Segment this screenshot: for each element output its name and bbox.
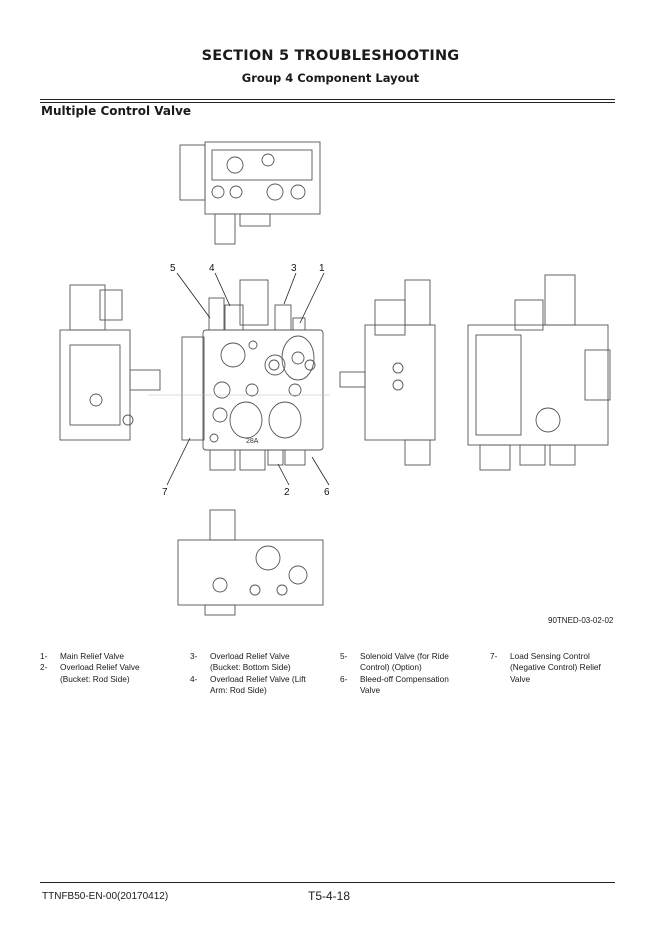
callout-1: 1 (319, 263, 325, 274)
legend-item: 1- Main Relief Valve (40, 651, 170, 662)
legend-text: Solenoid Valve (for Ride Control) (Optio… (360, 651, 449, 673)
legend-number: 1- (40, 651, 48, 661)
callout-leaders (166, 272, 330, 486)
header-rule (40, 102, 615, 103)
legend-number: 3- (190, 651, 198, 661)
legend-text: Overload Relief Valve (Bucket: Rod Side) (60, 662, 140, 684)
legend-column: 1- Main Relief Valve 2- Overload Relief Va… (40, 651, 170, 685)
callout-5: 5 (170, 263, 176, 274)
legend-item: 5- Solenoid Valve (for Ride Control) (Opt… (340, 651, 470, 674)
document-id: TTNFB50-EN-00(20170412) (42, 891, 169, 902)
legend-number: 5- (340, 651, 348, 661)
valve-right-view (339, 279, 436, 466)
page-number: T5-4-18 (308, 889, 351, 903)
legend-item: 2- Overload Relief Valve (Bucket: Rod Sid… (40, 662, 170, 685)
legend-column: 7- Load Sensing Control (Negative Control… (490, 651, 620, 685)
legend-item: 4- Overload Relief Valve (Lift Arm: Rod S… (190, 674, 320, 697)
footer-rule (40, 882, 615, 883)
legend-item: 3- Overload Relief Valve (Bucket: Bottom … (190, 651, 320, 674)
group-title: Group 4 Component Layout (241, 71, 420, 85)
valve-left-view (59, 284, 161, 441)
callout-3: 3 (291, 263, 297, 274)
callout-7: 7 (162, 487, 168, 498)
legend-number: 4- (190, 673, 198, 684)
valve-bottom-view (177, 509, 324, 616)
callout-2: 2 (284, 487, 290, 498)
legend-text: Overload Relief Valve (Lift Arm: Rod Sid… (210, 673, 306, 695)
legend-text: Overload Relief Valve (Bucket: Bottom Si… (210, 651, 291, 673)
legend-number: 6- (340, 673, 348, 684)
legend-item: 7- Load Sensing Control (Negative Control… (490, 651, 620, 685)
legend-number: 7- (490, 651, 498, 661)
callout-6: 6 (324, 487, 330, 498)
legend-column: 5- Solenoid Valve (for Ride Control) (Opt… (340, 651, 470, 696)
page-heading: Multiple Control Valve (41, 104, 192, 118)
legend-column: 3- Overload Relief Valve (Bucket: Bottom … (190, 651, 320, 696)
header-rule (40, 99, 615, 100)
valve-stamp-label: 28A (246, 438, 259, 445)
legend-number: 2- (40, 662, 48, 673)
legend-text: Load Sensing Control (Negative Control) … (510, 651, 601, 684)
section-title: SECTION 5 TROUBLESHOOTING (201, 48, 460, 64)
valve-top-view (179, 141, 321, 245)
callout-4: 4 (209, 263, 215, 274)
figure-code: 90TNED-03-02-02 (548, 616, 614, 625)
valve-front-view: 28A (148, 279, 330, 471)
legend-text: Bleed-off Compensation Valve (360, 673, 449, 695)
legend-text: Main Relief Valve (60, 651, 124, 661)
legend-item: 6- Bleed-off Compensation Valve (340, 674, 470, 697)
valve-rear-view (467, 274, 611, 471)
